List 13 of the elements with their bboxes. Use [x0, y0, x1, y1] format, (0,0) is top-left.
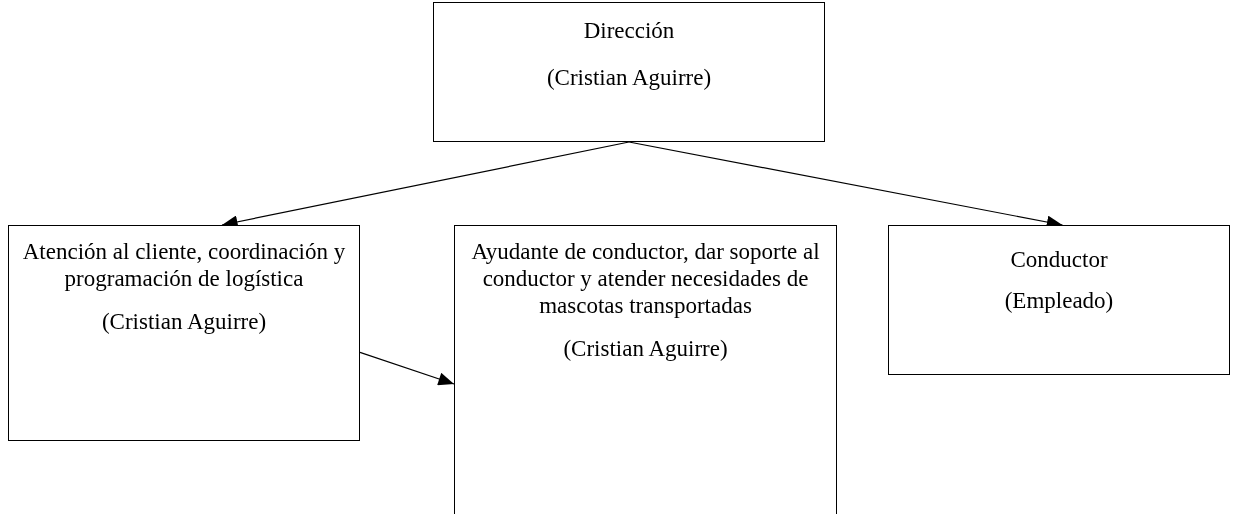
person-name: (Cristian Aguirre) [546, 64, 712, 91]
person-name: (Empleado) [1004, 287, 1114, 314]
org-box [433, 2, 825, 142]
role-label: Dirección [583, 17, 675, 44]
org-box [454, 225, 837, 514]
role-label: Ayudante de conductor, dar soporte al conductor y atender necesidades de mascotas transportadas [470, 238, 821, 319]
person-name: (Cristian Aguirre) [101, 308, 267, 335]
role-label: Atención al cliente, coordinación y programación de logística [21, 238, 347, 292]
org-box [8, 225, 360, 441]
person-name: (Cristian Aguirre) [563, 335, 728, 362]
arrow [359, 351, 455, 386]
org-box [888, 225, 1230, 375]
role-label: Conductor [1010, 246, 1108, 273]
